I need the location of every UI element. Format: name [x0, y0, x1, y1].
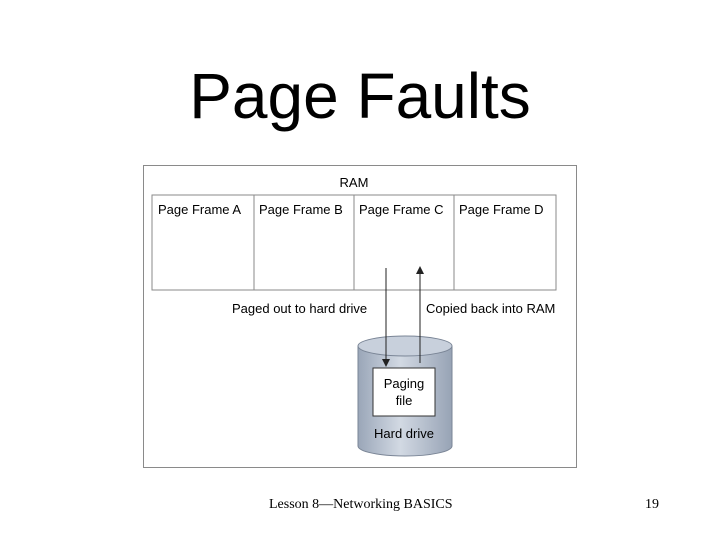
- footer-lesson-label: Lesson 8—Networking BASICS: [269, 497, 453, 512]
- paging-diagram-svg: RAM Page Frame A Page Frame B Page Frame…: [151, 175, 557, 457]
- page-frame-a-label: Page Frame A: [158, 202, 241, 217]
- ram-label: RAM: [340, 175, 369, 190]
- hard-drive-label: Hard drive: [374, 426, 434, 441]
- paging-file-box: [372, 367, 436, 417]
- slide-title: Page Faults: [189, 60, 531, 132]
- page-number: 19: [645, 497, 659, 512]
- page-frame-d-label: Page Frame D: [459, 202, 544, 217]
- page-frame-b-label: Page Frame B: [259, 202, 343, 217]
- paged-out-label: Paged out to hard drive: [232, 301, 367, 316]
- paging-file-label-line1: Paging: [384, 376, 424, 391]
- copied-back-label: Copied back into RAM: [426, 301, 555, 316]
- paging-file-label-line2: file: [396, 393, 413, 408]
- paging-diagram: RAM Page Frame A Page Frame B Page Frame…: [143, 165, 577, 468]
- page-frame-c-label: Page Frame C: [359, 202, 444, 217]
